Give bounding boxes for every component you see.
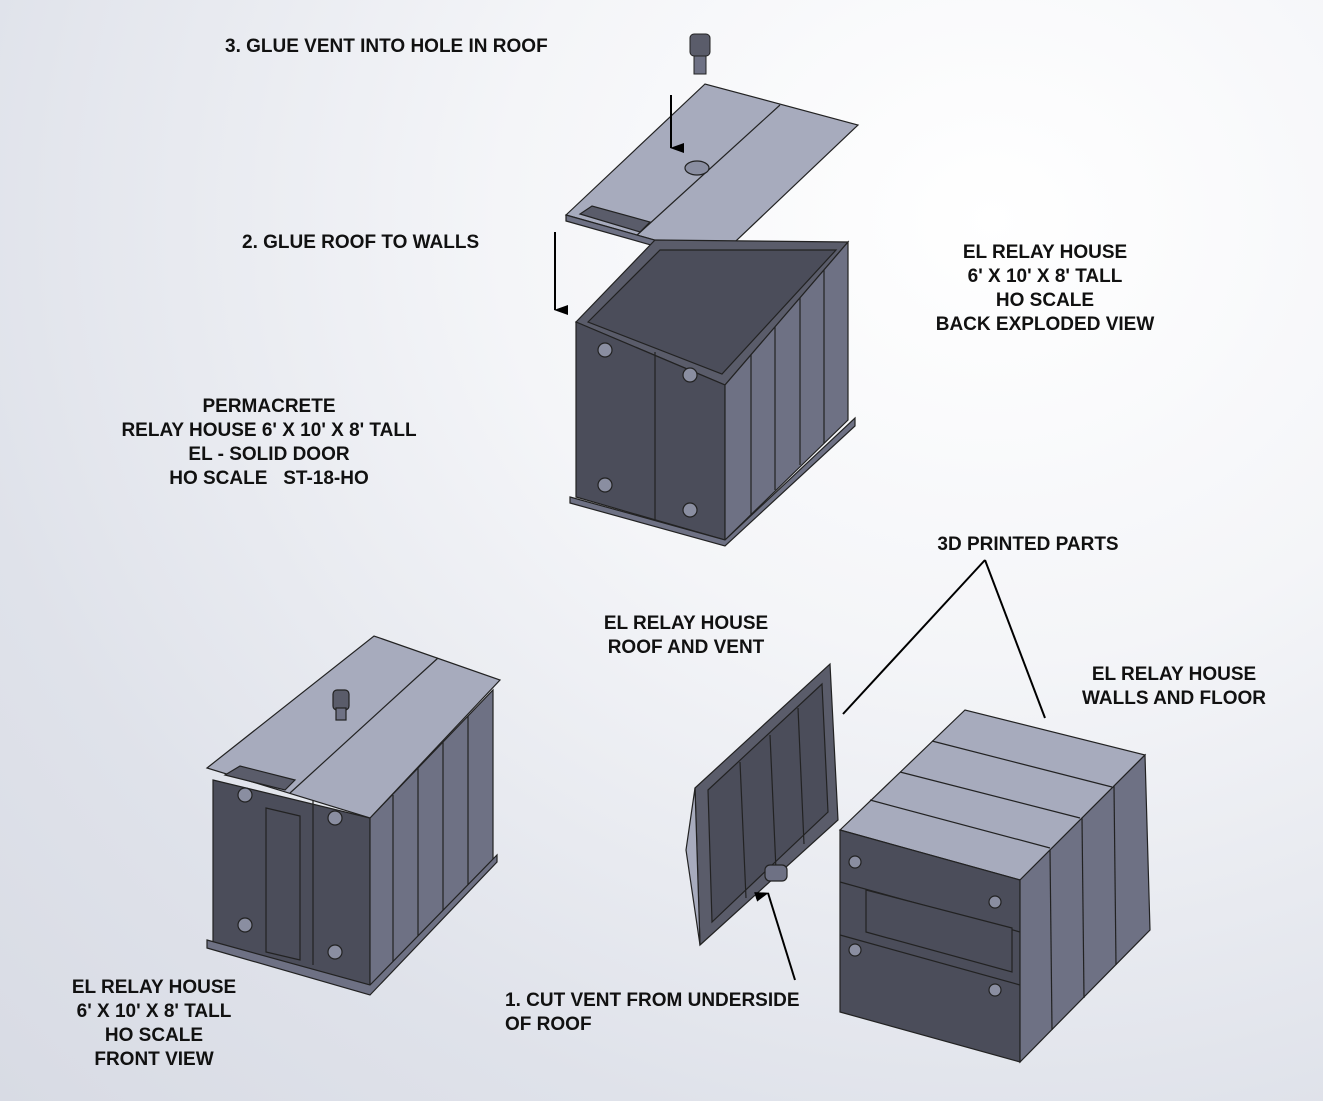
roof-part-exploded <box>564 83 860 265</box>
walls-floor-printed <box>838 709 1151 1064</box>
label-line: EL RELAY HOUSE <box>71 977 237 998</box>
arrow-vent-up <box>754 892 796 981</box>
label-line: EL RELAY HOUSE <box>603 613 769 634</box>
label-line: EL - SOLID DOOR <box>188 444 350 465</box>
relay-house-front-view <box>205 635 502 996</box>
printed-parts-label: 3D PRINTED PARTS <box>937 534 1119 555</box>
label-line: EL RELAY HOUSE <box>1091 664 1257 685</box>
label-line: 6' X 10' X 8' TALL <box>76 1001 232 1022</box>
label-line: WALLS AND FLOOR <box>1082 688 1266 709</box>
label-line: 6' X 10' X 8' TALL <box>967 266 1123 287</box>
label-line: PERMACRETE <box>202 396 336 417</box>
label-line: ROOF AND VENT <box>607 637 765 658</box>
product-label: PERMACRETE RELAY HOUSE 6' X 10' X 8' TAL… <box>99 395 439 491</box>
step2-label: 2. GLUE ROOF TO WALLS <box>242 232 480 253</box>
walls-floor-label: EL RELAY HOUSE WALLS AND FLOOR <box>1044 663 1304 711</box>
arrows <box>554 95 1046 981</box>
vent-part-exploded <box>689 33 711 75</box>
step1-line2: OF ROOF <box>505 1014 592 1035</box>
back-view-label: EL RELAY HOUSE 6' X 10' X 8' TALL HO SCA… <box>895 241 1195 337</box>
roof-panel-printed <box>685 662 839 947</box>
label-line: HO SCALE ST-18-HO <box>169 468 369 489</box>
leader-roof <box>842 559 986 715</box>
step3-label: 3. GLUE VENT INTO HOLE IN ROOF <box>225 36 548 57</box>
label-line: RELAY HOUSE 6' X 10' X 8' TALL <box>121 420 417 441</box>
label-line: HO SCALE <box>104 1025 204 1046</box>
label-line: HO SCALE <box>995 290 1095 311</box>
step1-line1: 1. CUT VENT FROM UNDERSIDE <box>505 990 800 1011</box>
leader-walls <box>984 559 1046 719</box>
walls-part-exploded <box>569 239 856 547</box>
label-line: BACK EXPLODED VIEW <box>935 314 1155 335</box>
label-line: EL RELAY HOUSE <box>962 242 1128 263</box>
front-view-label: EL RELAY HOUSE 6' X 10' X 8' TALL HO SCA… <box>34 976 274 1072</box>
step1-label: 1. CUT VENT FROM UNDERSIDE OF ROOF <box>505 989 800 1037</box>
label-line: FRONT VIEW <box>94 1049 214 1070</box>
roof-vent-label: EL RELAY HOUSE ROOF AND VENT <box>566 612 806 660</box>
